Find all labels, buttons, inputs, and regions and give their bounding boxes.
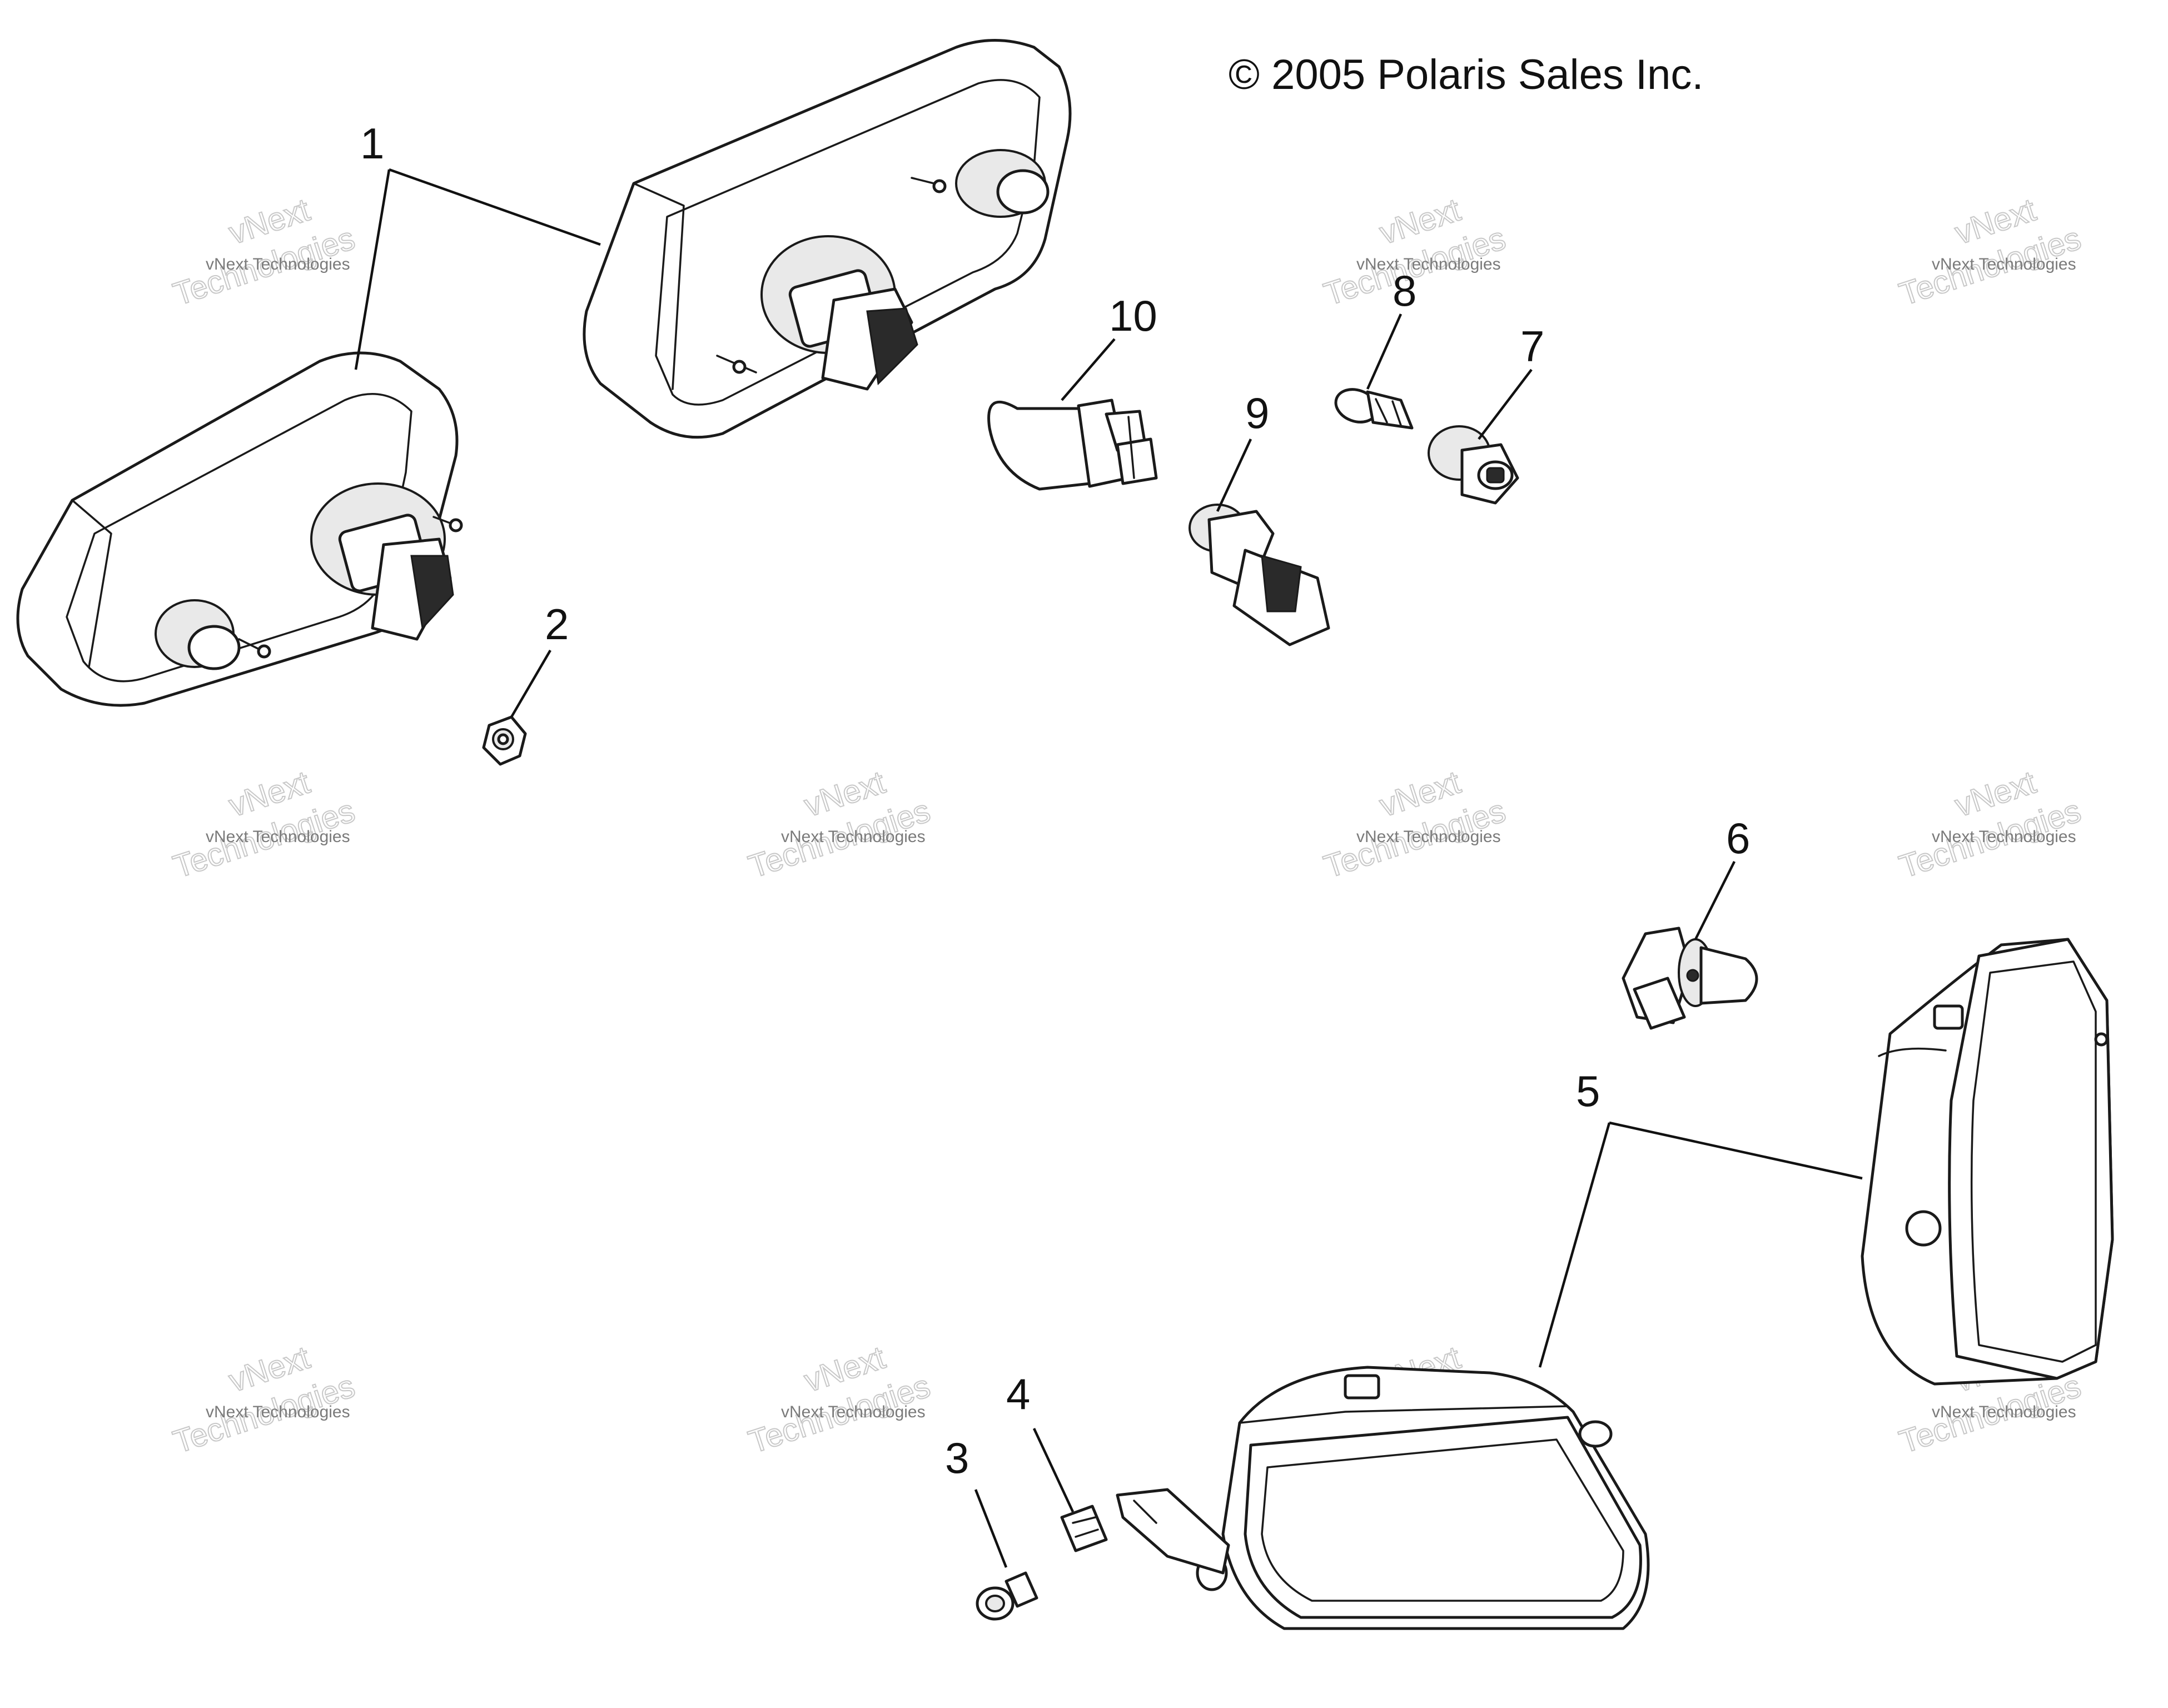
watermark-small: vNext Technologies xyxy=(1356,255,1501,273)
watermark-small: vNext Technologies xyxy=(1932,255,2076,273)
leader-1 xyxy=(354,168,601,370)
watermark-small: vNext Technologies xyxy=(206,1403,350,1421)
leader-4 xyxy=(1032,1428,1075,1512)
leader-8 xyxy=(1366,313,1403,390)
tail-lamp-upper xyxy=(583,39,1072,439)
watermark: vNext Technologies vNext Technologies xyxy=(1319,764,1510,886)
headlamp-right xyxy=(1861,938,2114,1386)
watermark: vNext Technologies vNext Technologies xyxy=(1894,764,2086,886)
copyright-text: © 2005 Polaris Sales Inc. xyxy=(1229,51,1703,98)
nut-part-2 xyxy=(482,715,527,766)
rivet-part-3 xyxy=(976,1571,1038,1621)
watermark-small: vNext Technologies xyxy=(781,828,926,846)
leader-7 xyxy=(1478,369,1533,440)
watermark-small: vNext Technologies xyxy=(1932,1403,2076,1421)
callout-10: 10 xyxy=(1109,291,1157,340)
watermark-grid: vNext Technologies vNext Technologies vN… xyxy=(168,191,2086,1461)
headlamp-left xyxy=(1116,1366,1650,1630)
leader-5 xyxy=(1538,1121,1863,1368)
callout-9: 9 xyxy=(1245,389,1269,437)
callout-2: 2 xyxy=(545,600,569,649)
leader-10 xyxy=(1061,338,1116,401)
tail-lamp-lower xyxy=(16,351,463,707)
leader-3 xyxy=(974,1489,1008,1568)
leader-2 xyxy=(510,649,551,718)
watermark-small: vNext Technologies xyxy=(781,1403,926,1421)
watermark: vNext Technologies vNext Technologies xyxy=(168,764,360,886)
watermark-small: vNext Technologies xyxy=(1932,828,2076,846)
watermark-small: vNext Technologies xyxy=(206,255,350,273)
watermark-small: vNext Technologies xyxy=(206,828,350,846)
watermark: vNext Technologies vNext Technologies xyxy=(1894,191,2086,313)
callout-8: 8 xyxy=(1393,266,1416,315)
watermark-small: vNext Technologies xyxy=(1356,828,1501,846)
halogen-bulb-part-6 xyxy=(1622,927,1758,1030)
leader-6 xyxy=(1694,860,1736,940)
watermark: vNext Technologies vNext Technologies xyxy=(744,764,935,886)
socket-part-7 xyxy=(1428,425,1519,505)
bulb-part-10 xyxy=(987,399,1158,491)
clip-part-4 xyxy=(1060,1505,1108,1552)
watermark: vNext Technologies vNext Technologies xyxy=(744,1339,935,1461)
leader-9 xyxy=(1216,439,1252,512)
wedge-bulb-part-8 xyxy=(1334,388,1414,430)
callout-5: 5 xyxy=(1576,1067,1600,1116)
callout-1: 1 xyxy=(360,119,384,168)
callout-6: 6 xyxy=(1726,814,1750,863)
callout-4: 4 xyxy=(1006,1370,1030,1418)
callout-7: 7 xyxy=(1520,322,1544,371)
socket-part-9 xyxy=(1189,504,1330,646)
callout-3: 3 xyxy=(945,1433,969,1482)
watermark: vNext Technologies vNext Technologies xyxy=(168,1339,360,1461)
watermark: vNext Technologies vNext Technologies xyxy=(168,191,360,313)
